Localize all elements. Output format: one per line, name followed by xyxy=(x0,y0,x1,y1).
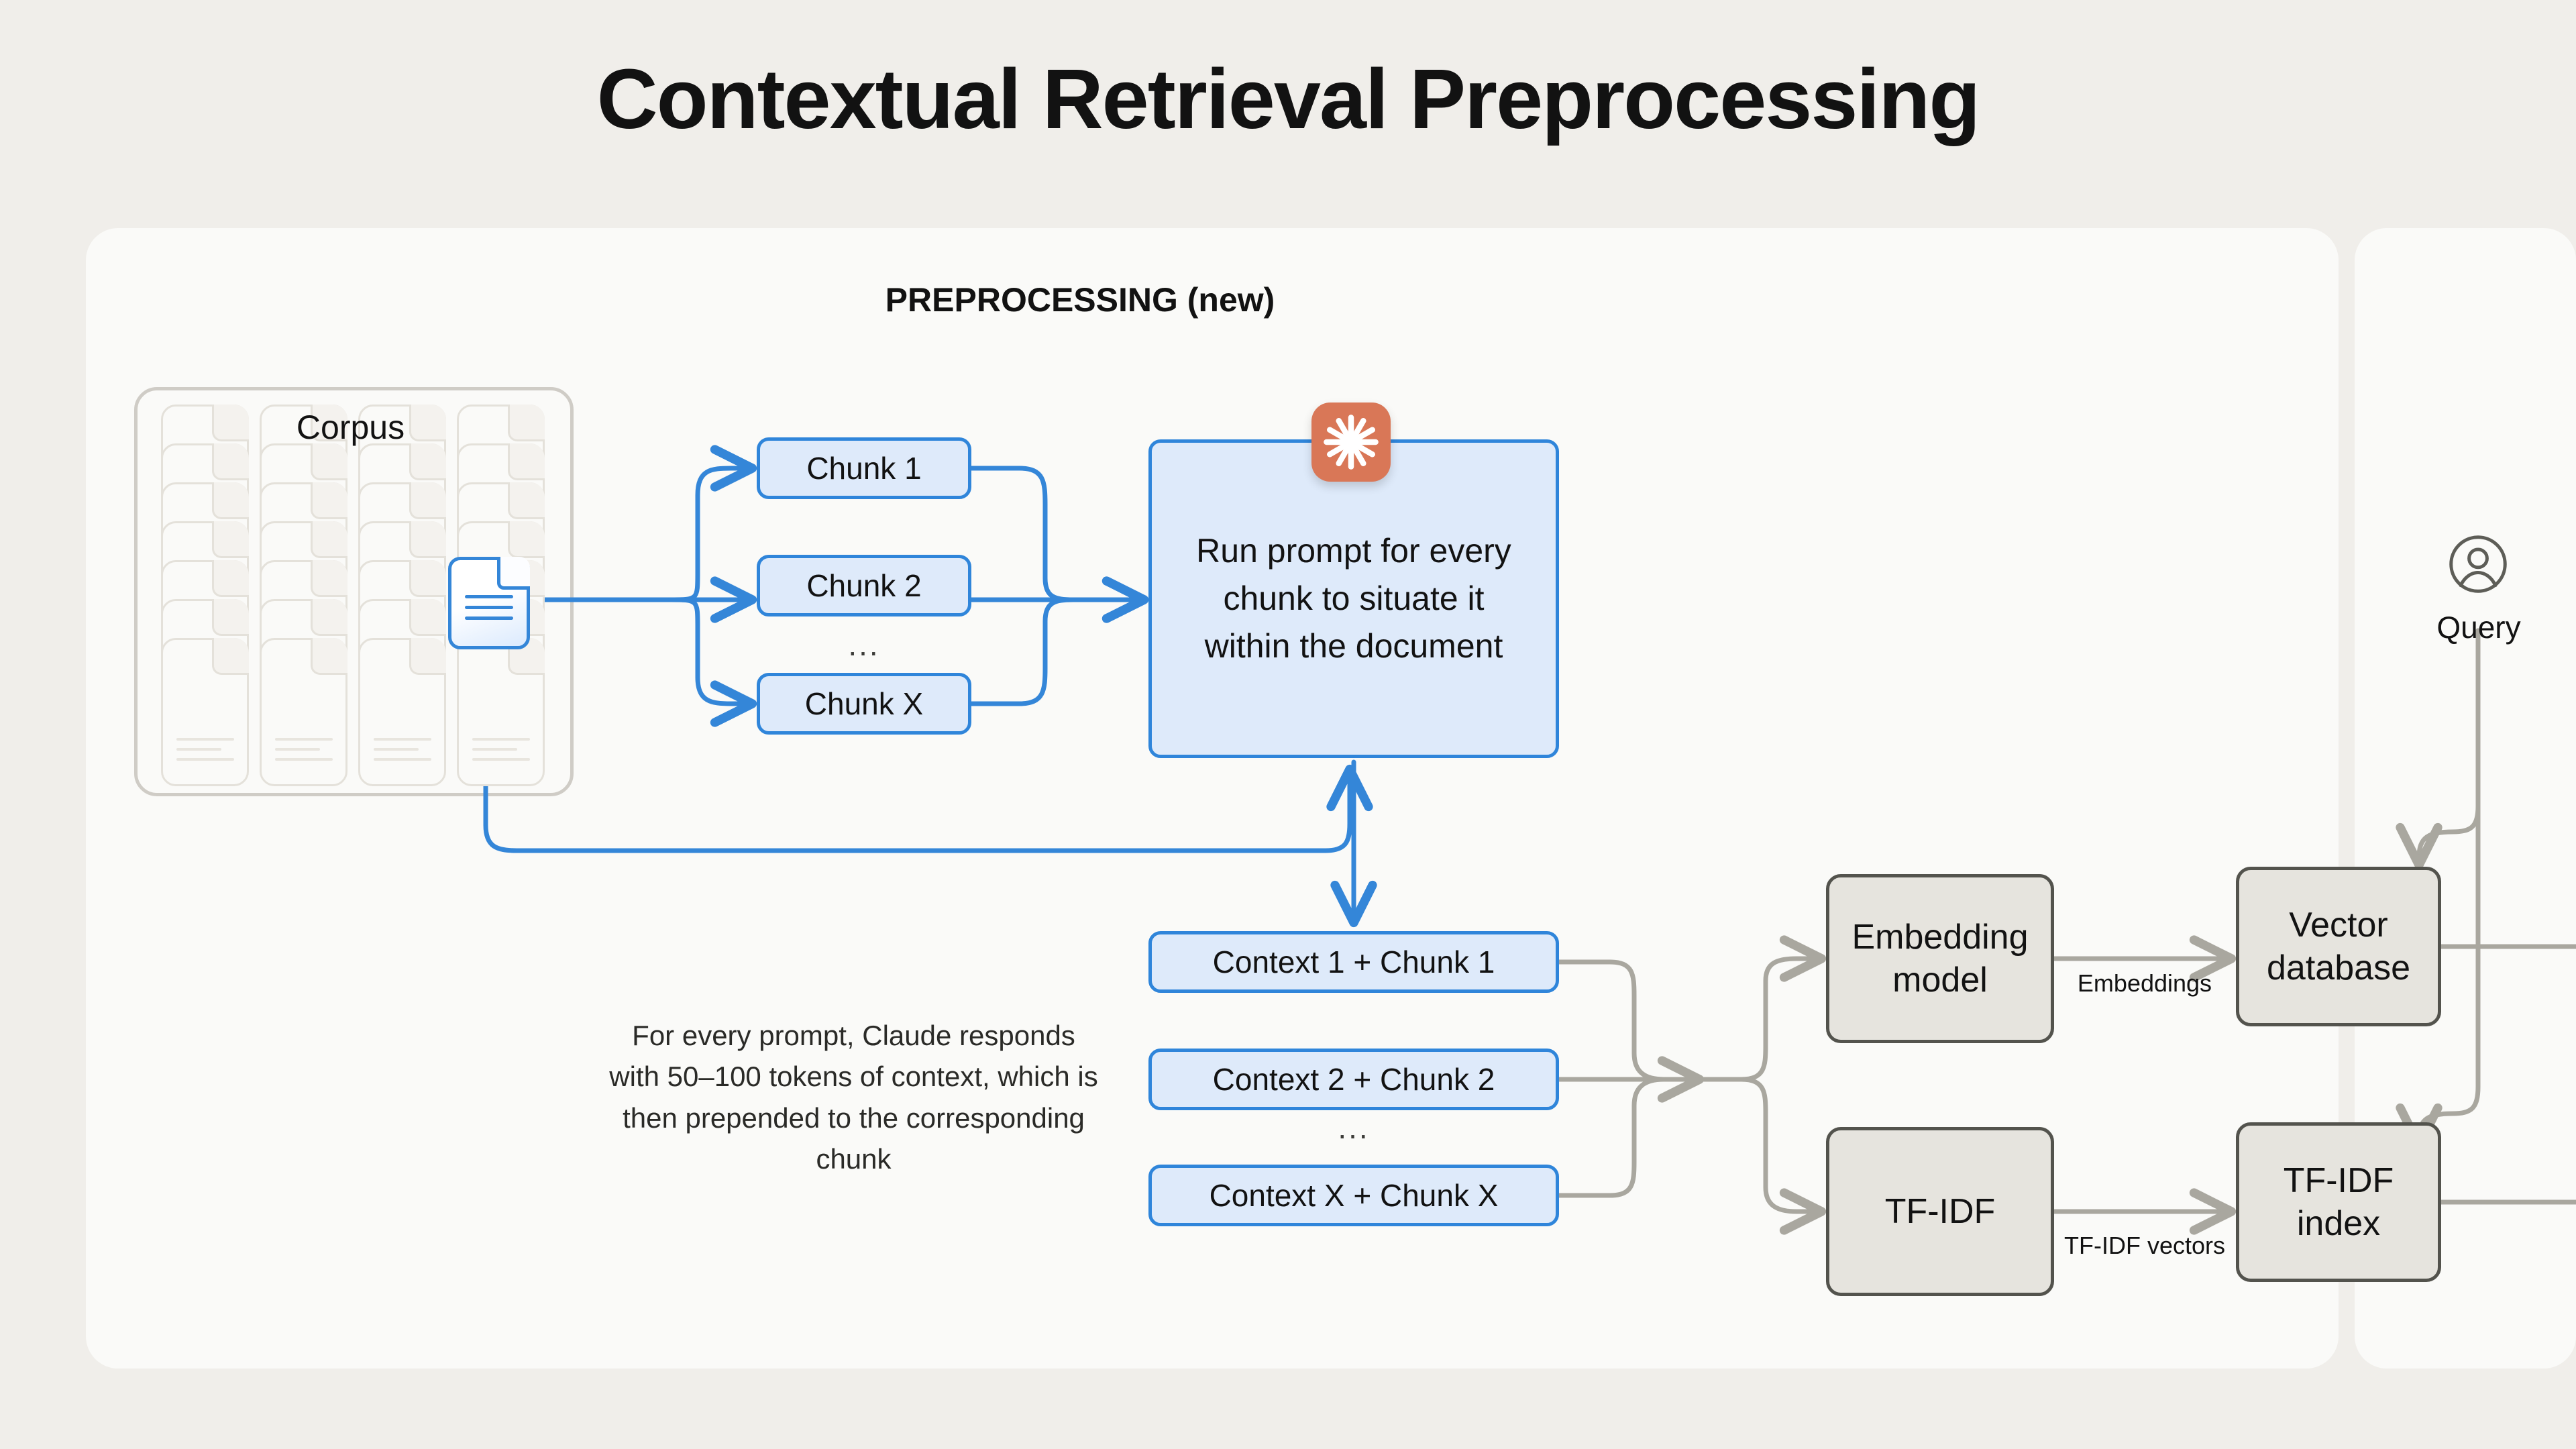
corpus-document-icon xyxy=(160,638,249,786)
edge-label-tfidf-vectors: TF-IDF vectors xyxy=(2064,1232,2225,1259)
chunk-x-box[interactable]: Chunk X xyxy=(757,673,971,735)
page-title: Contextual Retrieval Preprocessing xyxy=(596,52,1981,146)
section-heading: PREPROCESSING (new) xyxy=(885,281,1275,319)
context-2-box[interactable]: Context 2 + Chunk 2 xyxy=(1148,1049,1559,1110)
query-label: Query xyxy=(2436,610,2521,645)
chunk-1-box[interactable]: Chunk 1 xyxy=(757,437,971,499)
corpus-container xyxy=(134,387,574,796)
corpus-document-icon xyxy=(358,638,446,786)
corpus-document-icon xyxy=(456,638,545,786)
context-ellipsis: ... xyxy=(1338,1110,1370,1145)
context-1-box[interactable]: Context 1 + Chunk 1 xyxy=(1148,931,1559,993)
tfidf-index-box[interactable]: TF-IDF index xyxy=(2236,1122,2441,1282)
document-lines xyxy=(472,738,530,768)
corpus-document-column xyxy=(259,405,347,807)
corpus-document-icon xyxy=(259,638,347,786)
embedding-model-box[interactable]: Embedding model xyxy=(1826,874,2054,1043)
corpus-document-column xyxy=(358,405,446,807)
claude-starburst-icon xyxy=(1311,402,1391,482)
corpus-document-column xyxy=(160,405,249,807)
document-lines xyxy=(176,738,234,768)
document-lines xyxy=(274,738,333,768)
document-lines xyxy=(373,738,431,768)
chunk-ellipsis: ... xyxy=(848,627,880,662)
context-note-text: For every prompt, Claude responds with 5… xyxy=(609,1020,1098,1175)
highlighted-document-icon[interactable] xyxy=(448,557,530,649)
context-x-box[interactable]: Context X + Chunk X xyxy=(1148,1165,1559,1226)
run-prompt-box[interactable]: Run prompt for every chunk to situate it… xyxy=(1148,439,1559,758)
run-prompt-text: Run prompt for every chunk to situate it… xyxy=(1196,532,1511,665)
tfidf-box[interactable]: TF-IDF xyxy=(1826,1127,2054,1296)
corpus-label: Corpus xyxy=(296,409,405,446)
user-circle-icon xyxy=(2447,533,2509,595)
chunk-2-box[interactable]: Chunk 2 xyxy=(757,555,971,616)
vector-database-box[interactable]: Vector database xyxy=(2236,867,2441,1026)
document-lines xyxy=(465,595,513,627)
edge-label-embeddings: Embeddings xyxy=(2077,969,2212,997)
